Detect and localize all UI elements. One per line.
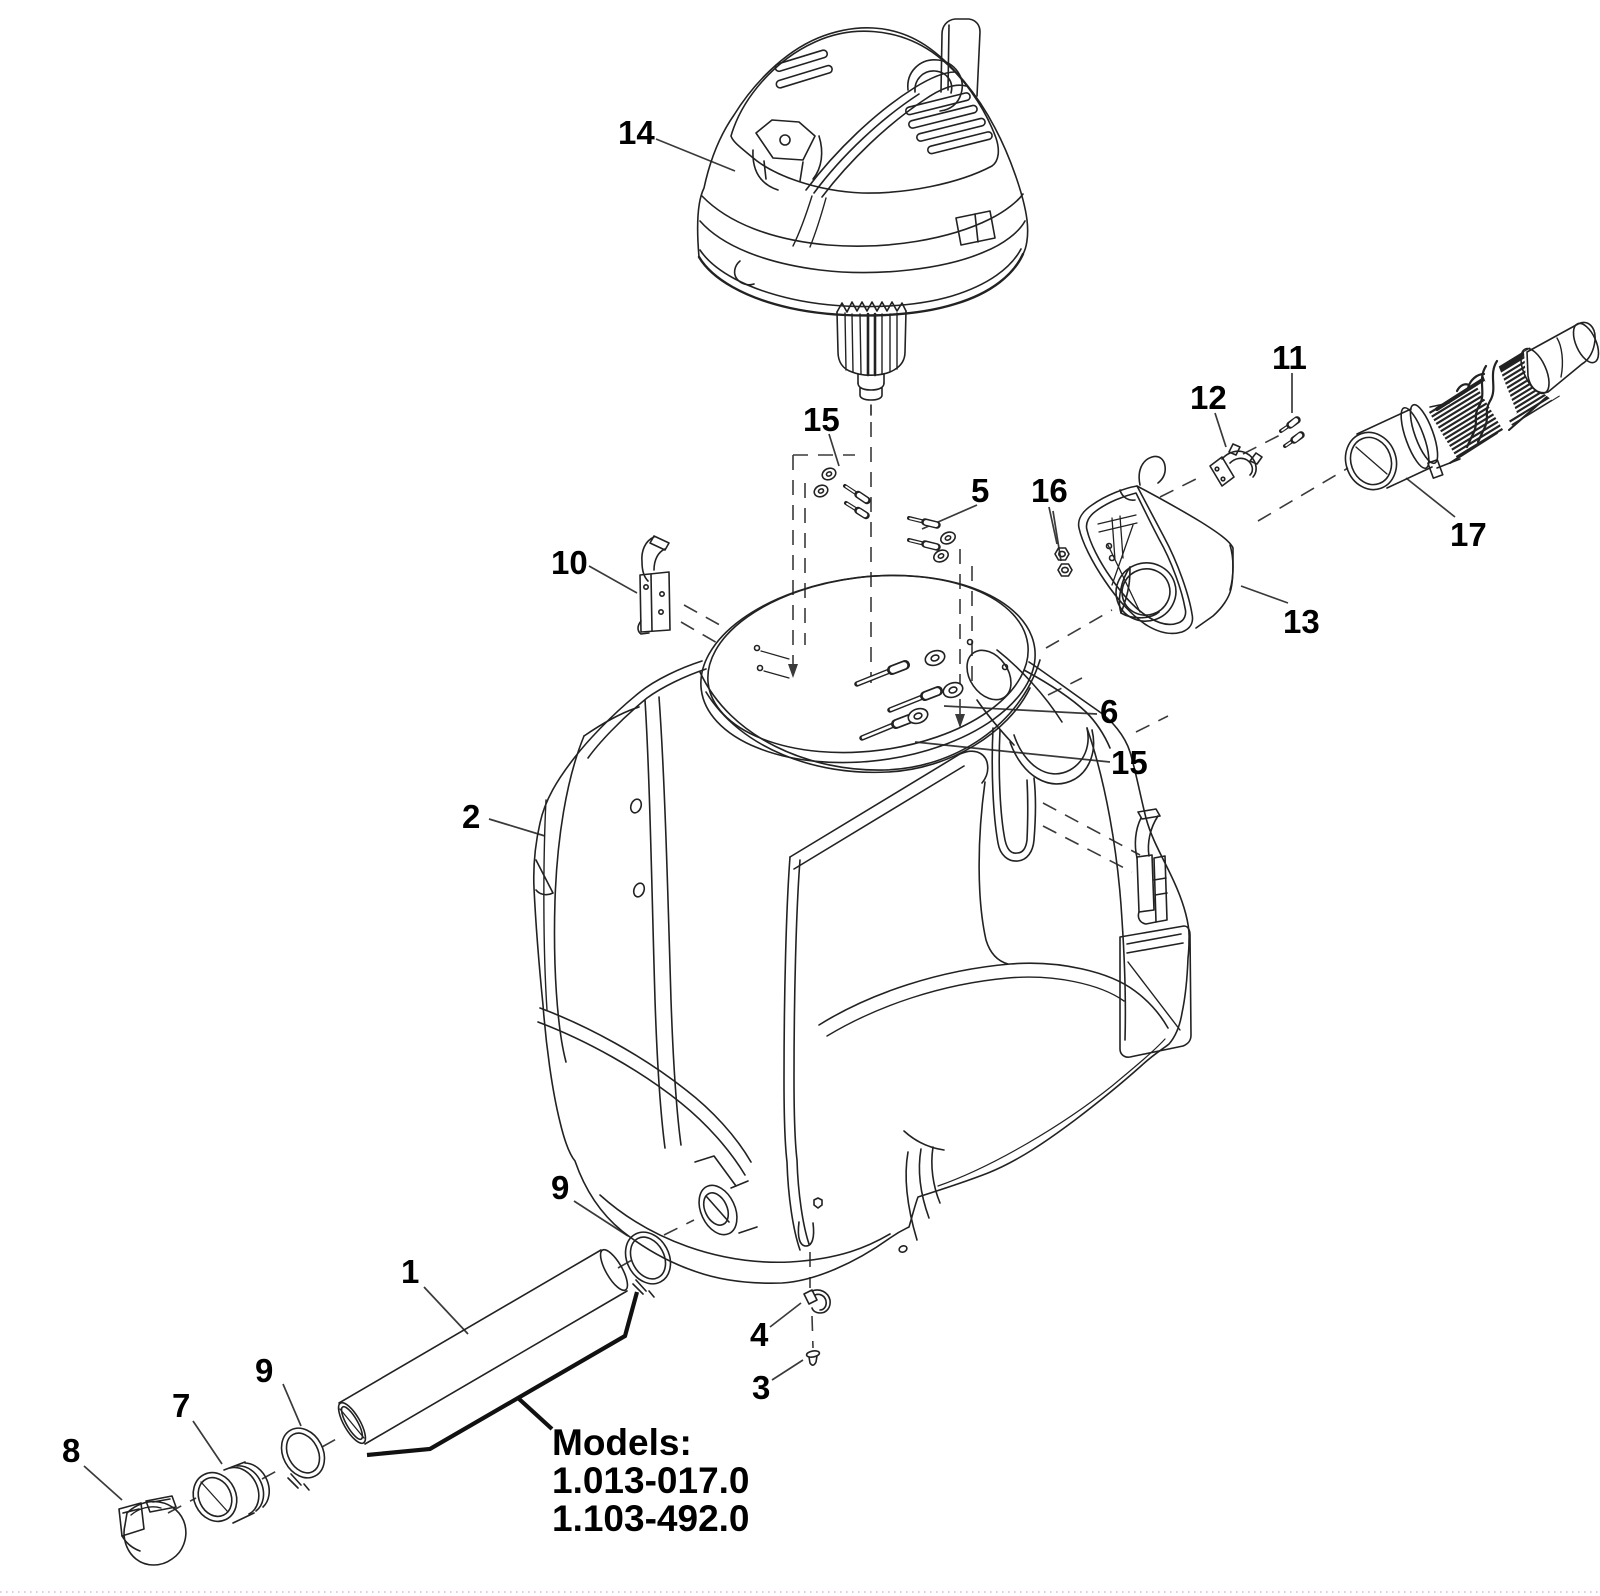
svg-text:15: 15 <box>1111 744 1148 781</box>
svg-text:1.103-492.0: 1.103-492.0 <box>552 1498 750 1539</box>
svg-text:5: 5 <box>971 472 989 509</box>
svg-text:11: 11 <box>1272 339 1307 376</box>
svg-text:1: 1 <box>401 1253 419 1290</box>
svg-text:7: 7 <box>172 1387 190 1424</box>
svg-text:6: 6 <box>1100 693 1118 730</box>
svg-text:9: 9 <box>255 1352 273 1389</box>
svg-text:17: 17 <box>1450 516 1487 553</box>
svg-text:12: 12 <box>1190 379 1227 416</box>
svg-text:16: 16 <box>1031 472 1068 509</box>
svg-text:Models:: Models: <box>552 1422 692 1463</box>
svg-text:8: 8 <box>62 1432 80 1469</box>
svg-text:4: 4 <box>750 1316 769 1353</box>
svg-text:3: 3 <box>752 1369 770 1406</box>
svg-text:13: 13 <box>1283 603 1320 640</box>
svg-text:15: 15 <box>803 401 840 438</box>
svg-text:9: 9 <box>551 1169 569 1206</box>
svg-text:14: 14 <box>618 114 655 151</box>
svg-text:2: 2 <box>462 798 480 835</box>
svg-text:10: 10 <box>551 544 588 581</box>
svg-text:1.013-017.0: 1.013-017.0 <box>552 1460 750 1501</box>
